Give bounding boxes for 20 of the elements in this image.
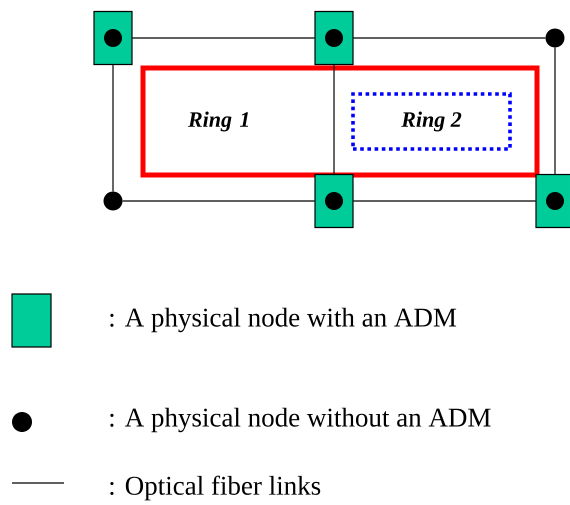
adm-node-box <box>314 174 354 228</box>
ring-box <box>140 66 540 178</box>
ring-label: Ring 1 <box>188 112 248 132</box>
adm-node-box <box>93 10 133 66</box>
fiber-link <box>122 200 314 202</box>
legend-text: : A physical node without an ADM <box>110 408 491 432</box>
ring-label: Ring 2 <box>401 112 462 132</box>
fiber-link <box>354 200 536 202</box>
legend-text: : Optical fiber links <box>110 476 320 500</box>
fiber-link <box>132 37 314 39</box>
adm-node-box <box>314 10 354 66</box>
fiber-link <box>554 48 556 174</box>
legend-text: : A physical node with an ADM <box>110 308 456 332</box>
fiber-link <box>112 65 114 192</box>
fiber-link <box>354 37 546 39</box>
node-dot <box>104 192 122 210</box>
fiber-link <box>333 65 335 174</box>
node-dot <box>546 28 564 48</box>
adm-node-box <box>535 174 570 228</box>
ring-box <box>351 92 512 151</box>
